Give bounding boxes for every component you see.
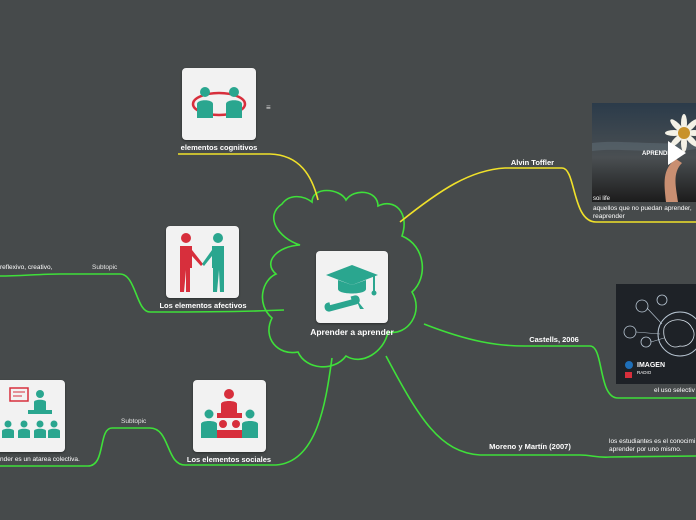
afectivos-icon-card[interactable] — [166, 226, 239, 298]
connector-moreno — [385, 355, 696, 459]
sociales-leaf-text[interactable]: nder es un atarea colectiva. — [0, 456, 80, 463]
sociales-leaf-icon-card[interactable] — [0, 380, 65, 452]
handshake-icon — [180, 233, 224, 292]
castells-label[interactable]: Castells, 2006 — [529, 335, 579, 344]
central-node-icon[interactable] — [316, 251, 388, 323]
photo-overlay-text: soi life — [593, 196, 611, 202]
toffler-label[interactable]: Alvin Toffler — [510, 158, 555, 167]
connector-cognitivos — [178, 153, 319, 201]
castells-image[interactable]: IMAGEN RADIO — [616, 284, 696, 384]
play-button[interactable] — [668, 141, 686, 165]
sociales-subtopic[interactable]: Subtopic — [121, 418, 147, 425]
toffler-video-thumbnail[interactable]: soi life APRENDE — [592, 103, 696, 202]
notes-icon[interactable]: ≡ — [266, 103, 271, 112]
toffler-desc[interactable]: aquellos que no puedan aprender, reapren… — [593, 205, 692, 220]
connector-castells — [423, 323, 696, 399]
castells-desc[interactable]: el uso selectiv — [654, 387, 695, 394]
afectivos-label[interactable]: Los elementos afectivos — [159, 301, 247, 310]
central-node-label[interactable]: Aprender a aprender — [310, 327, 394, 337]
two-people-cycle-icon — [191, 87, 247, 118]
classroom-icon — [2, 387, 60, 438]
sociales-label[interactable]: Los elementos sociales — [186, 455, 272, 464]
graduation-cap-icon — [324, 265, 378, 312]
central-cloud — [261, 189, 424, 368]
cognitivos-label[interactable]: elementos cognitivos — [180, 143, 258, 152]
moreno-desc[interactable]: los estudiantes es el conocimi aprender … — [609, 438, 696, 453]
brain-diagram-image — [616, 284, 696, 384]
imagen-badge-sub: RADIO — [637, 370, 652, 375]
meeting-group-icon — [201, 389, 258, 438]
moreno-label[interactable]: Moreno y Martín (2007) — [489, 442, 571, 451]
afectivos-leaf-text[interactable]: reflexivo, creativo, — [0, 264, 53, 271]
connector-afectivos — [0, 273, 285, 313]
sociales-icon-card[interactable] — [193, 380, 266, 452]
imagen-badge: IMAGEN — [637, 362, 665, 369]
video-caption: APRENDE — [642, 151, 672, 157]
afectivos-subtopic[interactable]: Subtopic — [92, 264, 118, 271]
connector-toffler — [399, 167, 696, 223]
connector-sociales — [0, 357, 333, 467]
cognitivos-icon-card[interactable] — [182, 68, 256, 140]
